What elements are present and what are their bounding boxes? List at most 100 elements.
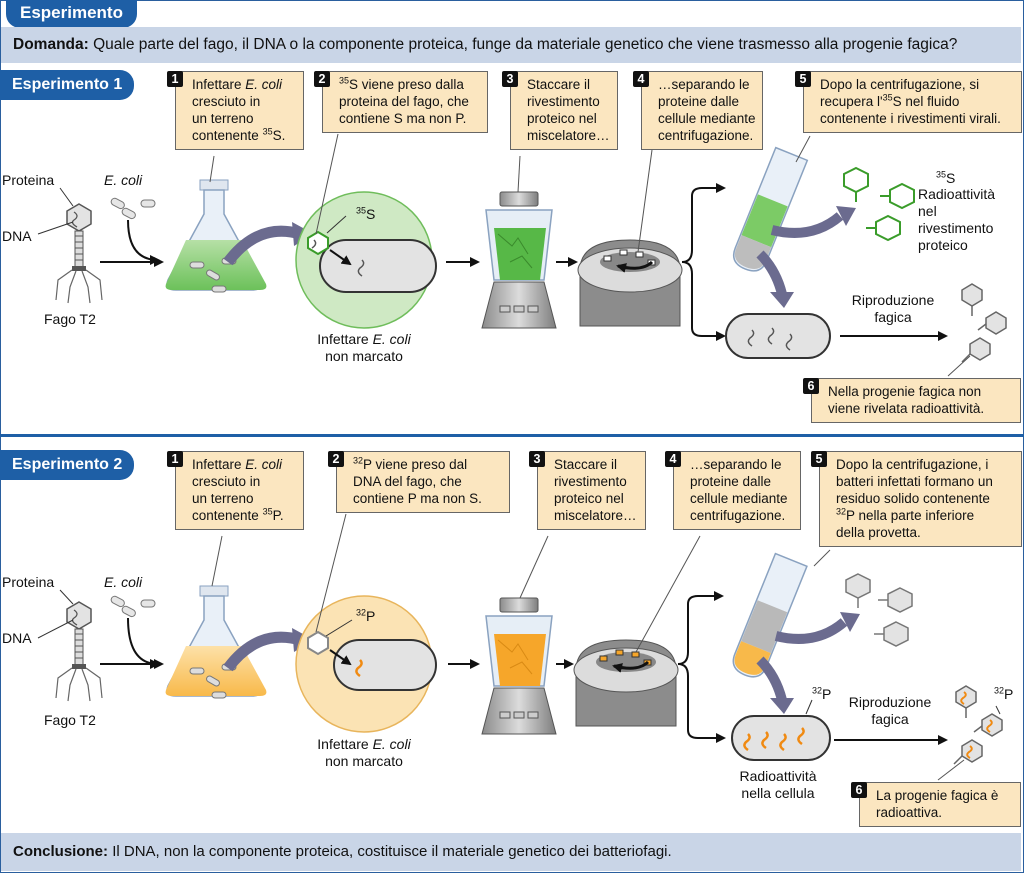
- exp2-ecoli-label: E. coli: [104, 574, 143, 590]
- exp1-step1-number: 1: [167, 71, 183, 87]
- exp1-step6-callout: 6 Nella progenie fagica non viene rivela…: [803, 378, 1021, 423]
- exp2-s6-l1: La progenie fagica è: [876, 788, 999, 803]
- exp2-s5-l1: Dopo la centrifugazione, i: [836, 457, 989, 472]
- exp1-phage-label: Fago T2: [44, 311, 96, 327]
- exp2-s4-l3: cellule mediante: [690, 491, 788, 506]
- exp1-s1-l1-em: E. coli: [245, 77, 283, 92]
- exp1-step1-callout: 1 Infettare E. coli cresciuto in un terr…: [167, 71, 304, 150]
- exp2-phage-icon: [55, 601, 103, 702]
- exp2-repro-l1: Riproduzione: [848, 694, 932, 710]
- exp1-dna-label: DNA: [2, 228, 32, 244]
- progeny-phages-exp1: [961, 283, 1007, 363]
- exp1-s1-l2: cresciuto in: [192, 94, 261, 109]
- ecoli-cells-icon-exp2: [110, 595, 156, 618]
- conclusion-bar: Conclusione: Il DNA, non la componente p…: [1, 833, 1021, 871]
- ecoli-cells-icon: [110, 197, 156, 220]
- exp2-circle-isotope-el: P: [366, 608, 376, 624]
- exp2-cell-isotope: 32P: [812, 686, 831, 703]
- exp2-step3-number: 3: [529, 451, 545, 467]
- bacterium-result-exp2: [731, 715, 831, 761]
- exp1-s1-l4-sup: 35: [262, 126, 273, 137]
- exp1-tab: Esperimento 1: [0, 70, 135, 100]
- exp2-step2-number: 2: [328, 451, 344, 467]
- exp1-radio-l2: nel: [918, 203, 937, 219]
- exp2-s1-l4-sup: 35: [262, 506, 273, 517]
- exp2-step3-callout: 3 Staccare il rivestimento proteico nel …: [529, 451, 646, 530]
- question-label: Domanda:: [13, 36, 89, 53]
- exp2-repro-l2: fagica: [871, 711, 909, 727]
- exp1-infect-l2: non marcato: [325, 348, 403, 364]
- exp1-result-isotope-el: S: [946, 170, 956, 186]
- exp2-cell-radio-l2: nella cellula: [741, 785, 815, 801]
- exp2-s6-l2: radioattiva.: [876, 805, 943, 820]
- green-protein-coats: [843, 166, 915, 242]
- centrifuge-icon-exp1: [577, 239, 683, 327]
- exp1-reproduction-label: Riproduzione fagica: [838, 292, 948, 326]
- section-divider: [0, 434, 1024, 437]
- exp2-s3-l3: proteico nel: [554, 491, 624, 506]
- exp1-s1-l1: Infettare: [192, 77, 246, 92]
- exp1-circle-isotope: 35S: [356, 206, 375, 223]
- exp1-s5-l3: contenente i rivestimenti virali.: [820, 111, 1001, 126]
- exp1-radio-l1: Radioattività: [918, 186, 996, 202]
- exp1-s4-l2: proteine dalle: [658, 94, 740, 109]
- exp2-progeny-isotope: 32P: [994, 686, 1013, 703]
- exp1-step2-number: 2: [314, 71, 330, 87]
- exp1-step4-number: 4: [633, 71, 649, 87]
- exp1-s1-l4: contenente: [192, 128, 263, 143]
- protein-pointer-line: [59, 187, 74, 207]
- bacterium-exp2: [333, 639, 437, 691]
- exp1-step5-callout: 5 Dopo la centrifugazione, si recupera l…: [795, 71, 1022, 133]
- exp1-s3-l1: Staccare il: [527, 77, 591, 92]
- exp2-step5-callout: 5 Dopo la centrifugazione, i batteri inf…: [811, 451, 1022, 547]
- exp2-s4-l1: …separando le: [690, 457, 782, 472]
- exp2-s2-l3: contiene P ma non S.: [353, 491, 482, 506]
- exp2-infect-label: Infettare E. coli non marcato: [300, 736, 428, 770]
- exp2-cell-radio-l1: Radioattività: [739, 768, 817, 784]
- exp2-s2-l1-sup: 32: [353, 455, 364, 466]
- exp1-circle-isotope-sup: 35: [356, 205, 367, 216]
- exp2-s1-l4: contenente: [192, 508, 263, 523]
- experiment-header-tab: Esperimento: [6, 0, 137, 28]
- exp2-s5-l2: batteri infettati formano un: [836, 474, 993, 489]
- blender-icon-exp1: [481, 191, 557, 329]
- exp1-s2-l1: S viene preso dalla: [349, 77, 464, 92]
- exp1-s2-l3: contiene S ma non P.: [339, 111, 467, 126]
- exp2-s4-l2: proteine dalle: [690, 474, 772, 489]
- exp1-s1-l4-post: S.: [272, 128, 286, 143]
- exp2-infect-l1-em: E. coli: [372, 736, 411, 752]
- exp2-step4-callout: 4 …separando le proteine dalle cellule m…: [665, 451, 801, 530]
- exp2-s5-l3: residuo solido contenente: [836, 491, 990, 506]
- exp1-s5-l2-sup: 35: [882, 92, 893, 103]
- exp2-s3-l1: Staccare il: [554, 457, 618, 472]
- exp2-protein-label: Proteina: [2, 574, 55, 590]
- exp2-step5-number: 5: [811, 451, 827, 467]
- exp1-radio-l3: rivestimento: [918, 220, 994, 236]
- exp1-protein-label: Proteina: [2, 172, 55, 188]
- exp2-s5-l4-sup: 32: [836, 506, 847, 517]
- grey-protein-coats: [845, 573, 913, 647]
- exp2-s4-l4: centrifugazione.: [690, 508, 786, 523]
- exp1-s4-l4: centrifugazione.: [658, 128, 754, 143]
- exp1-callout-tails: [209, 133, 971, 377]
- exp2-phage-label: Fago T2: [44, 712, 96, 728]
- exp2-s3-l2: rivestimento: [554, 474, 627, 489]
- exp2-cell-isotope-sup: 32: [812, 685, 823, 696]
- bacterium-exp1: [319, 239, 437, 293]
- exp2-s5-l5: della provetta.: [836, 525, 921, 540]
- exp1-infect-label: Infettare E. coli non marcato: [300, 331, 428, 365]
- bacterium-result-exp1: [725, 313, 831, 359]
- exp1-circle-isotope-el: S: [366, 206, 376, 222]
- exp1-s4-l3: cellule mediante: [658, 111, 756, 126]
- exp1-radio-l4: proteico: [918, 237, 968, 253]
- exp2-step6-number: 6: [851, 782, 867, 798]
- exp2-s1-l3: un terreno: [192, 491, 254, 506]
- exp1-repro-l1: Riproduzione: [851, 292, 935, 308]
- exp1-ecoli-label: E. coli: [104, 172, 143, 188]
- exp1-s3-l4: miscelatore…: [527, 128, 610, 143]
- exp1-step6-number: 6: [803, 378, 819, 394]
- exp2-reproduction-label: Riproduzione fagica: [836, 694, 944, 728]
- exp2-cell-radioactivity-label: Radioattività nella cellula: [724, 768, 832, 802]
- exp2-infect-l2: non marcato: [325, 753, 403, 769]
